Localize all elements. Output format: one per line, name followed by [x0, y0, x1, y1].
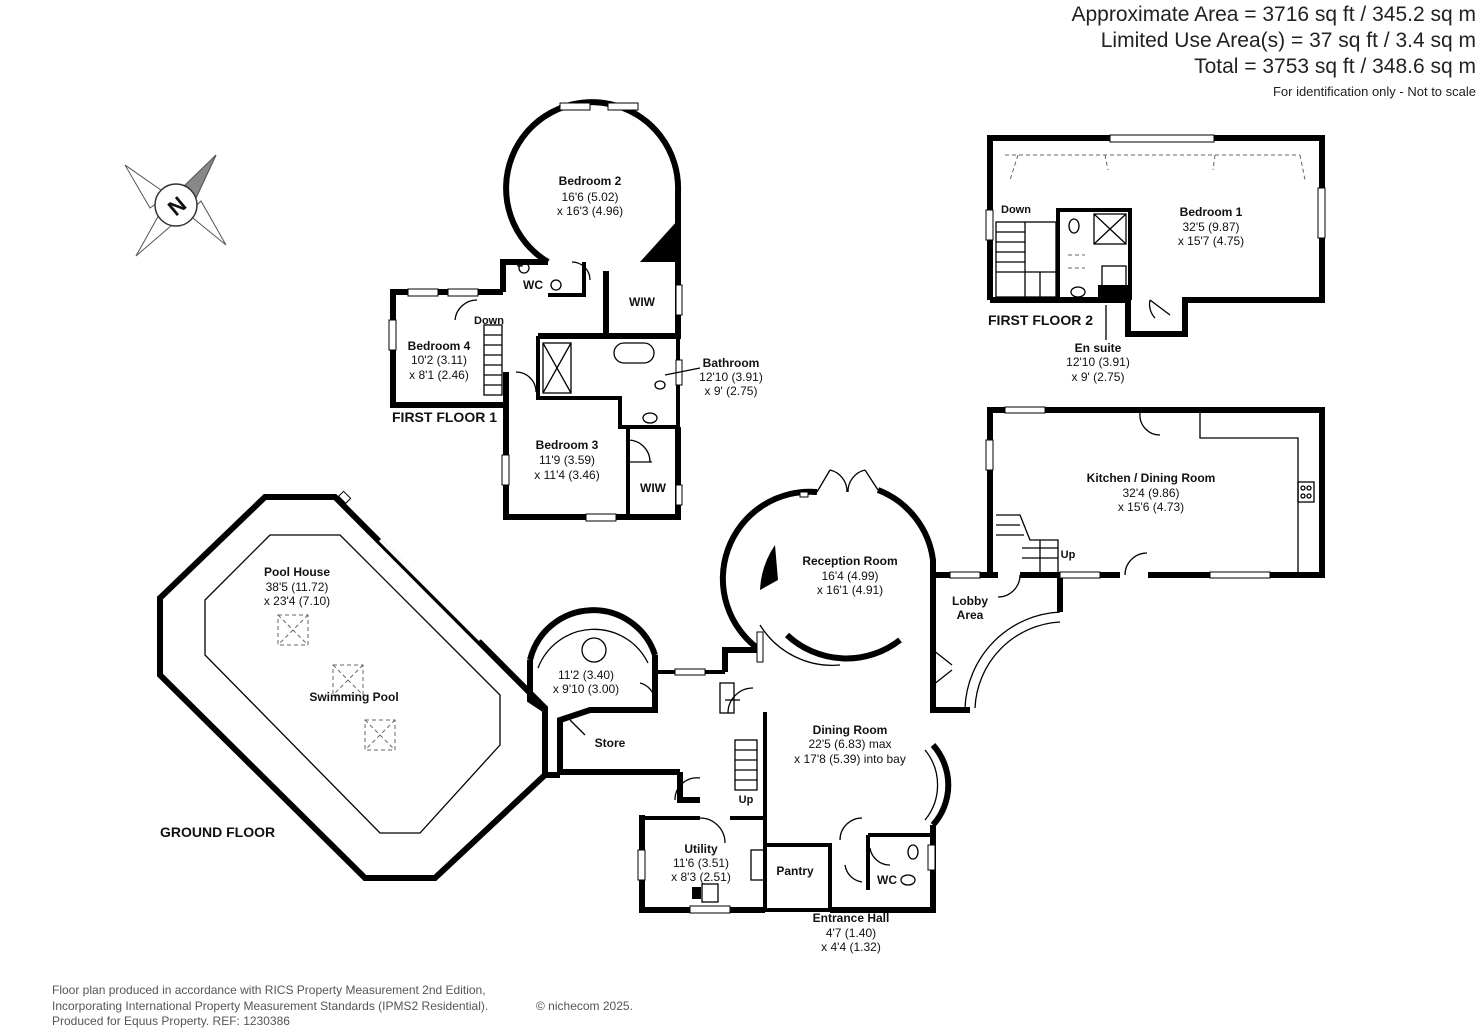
wc-upper-label: WC: [523, 278, 543, 292]
staircase-kitchen: [996, 514, 1059, 572]
lobby-label-1: Lobby: [952, 594, 988, 608]
staircase-ground: [734, 739, 758, 791]
bathroom-label: Bathroom: [703, 356, 760, 370]
utility-dim1: 11'6 (3.51): [673, 856, 729, 870]
ground-floor-label: GROUND FLOOR: [160, 824, 275, 840]
kitchen-dim2: x 15'6 (4.73): [1118, 500, 1184, 514]
pool-house-label: Pool House: [264, 565, 330, 579]
bedroom4-dim2: x 8'1 (2.46): [409, 368, 469, 382]
bedroom3-dim1: 11'9 (3.59): [539, 453, 595, 467]
pantry-label: Pantry: [776, 864, 814, 878]
footer-copyright: © nichecom 2025.: [536, 998, 633, 1013]
round-room-dim2: x 9'10 (3.00): [553, 682, 619, 696]
down-ff1-label: Down: [474, 315, 504, 327]
lobby-label-2: Area: [957, 608, 984, 622]
bathroom-dim2: x 9' (2.75): [705, 384, 758, 398]
ensuite-dim1: 12'10 (3.91): [1066, 355, 1130, 369]
compass-icon: N: [124, 154, 227, 257]
kitchen-dim1: 32'4 (9.86): [1123, 486, 1180, 500]
swimming-pool-label: Swimming Pool: [309, 690, 398, 704]
dining-dim1: 22'5 (6.83) max: [809, 737, 892, 751]
limited-use-area: Limited Use Area(s) = 37 sq ft / 3.4 sq …: [1100, 29, 1476, 52]
dining-dim2: x 17'8 (5.39) into bay: [794, 752, 906, 766]
up-kitchen-label: Up: [1061, 549, 1076, 561]
store-label: Store: [595, 736, 626, 750]
ground-floor: [157, 406, 1325, 914]
footer-line-2: Incorporating International Property Mea…: [52, 998, 489, 1013]
bedroom1-dim1: 32'5 (9.87): [1183, 220, 1240, 234]
bedroom2-dim1: 16'6 (5.02): [562, 190, 619, 204]
utility-label: Utility: [684, 842, 718, 856]
bedroom2-label: Bedroom 2: [559, 174, 622, 188]
wiw-lower-label: WIW: [640, 481, 667, 495]
total-area: Total = 3753 sq ft / 348.6 sq m: [1194, 55, 1476, 78]
wiw-upper-label: WIW: [629, 295, 656, 309]
pool-house-dim2: x 23'4 (7.10): [264, 594, 330, 608]
wc-ground-label: WC: [877, 873, 897, 887]
bathroom-dim1: 12'10 (3.91): [699, 370, 763, 384]
staircase-ff1: [483, 324, 503, 396]
bedroom3-label: Bedroom 3: [536, 438, 599, 452]
utility-dim2: x 8'3 (2.51): [671, 870, 731, 884]
bedroom3-dim2: x 11'4 (3.46): [534, 468, 599, 482]
down-ff2-label: Down: [1001, 204, 1031, 216]
first-floor-2-label: FIRST FLOOR 2: [988, 312, 1093, 328]
bedroom1-dim2: x 15'7 (4.75): [1178, 234, 1244, 248]
entrance-label: Entrance Hall: [813, 911, 890, 925]
bedroom4-label: Bedroom 4: [408, 339, 471, 353]
kitchen-label: Kitchen / Dining Room: [1087, 471, 1216, 485]
reception-label: Reception Room: [802, 554, 897, 568]
ensuite-label: En suite: [1075, 341, 1122, 355]
first-floor-1-label: FIRST FLOOR 1: [392, 409, 497, 425]
up-hall-label: Up: [739, 794, 754, 806]
disclaimer-note: For identification only - Not to scale: [1272, 84, 1476, 99]
staircase-ff2: [995, 221, 1057, 298]
round-room-dim1: 11'2 (3.40): [558, 668, 614, 682]
pool-house-dim1: 38'5 (11.72): [266, 580, 329, 594]
first-floor-2: [985, 134, 1326, 340]
footer-line-3: Produced for Equus Property. REF: 123038…: [52, 1014, 290, 1028]
dining-label: Dining Room: [813, 723, 888, 737]
ensuite-dim2: x 9' (2.75): [1072, 370, 1125, 384]
entrance-dim1: 4'7 (1.40): [826, 926, 876, 940]
entrance-dim2: x 4'4 (1.32): [821, 940, 881, 954]
bedroom1-label: Bedroom 1: [1180, 205, 1243, 219]
bedroom4-dim1: 10'2 (3.11): [411, 353, 467, 367]
footer-line-1: Floor plan produced in accordance with R…: [52, 983, 486, 997]
approximate-area: Approximate Area = 3716 sq ft / 345.2 sq…: [1071, 3, 1477, 26]
reception-dim1: 16'4 (4.99): [822, 569, 879, 583]
reception-dim2: x 16'1 (4.91): [817, 583, 883, 597]
bedroom2-dim2: x 16'3 (4.96): [557, 204, 623, 218]
footer: Floor plan produced in accordance with R…: [52, 983, 633, 1030]
first-floor-1: [388, 99, 701, 522]
